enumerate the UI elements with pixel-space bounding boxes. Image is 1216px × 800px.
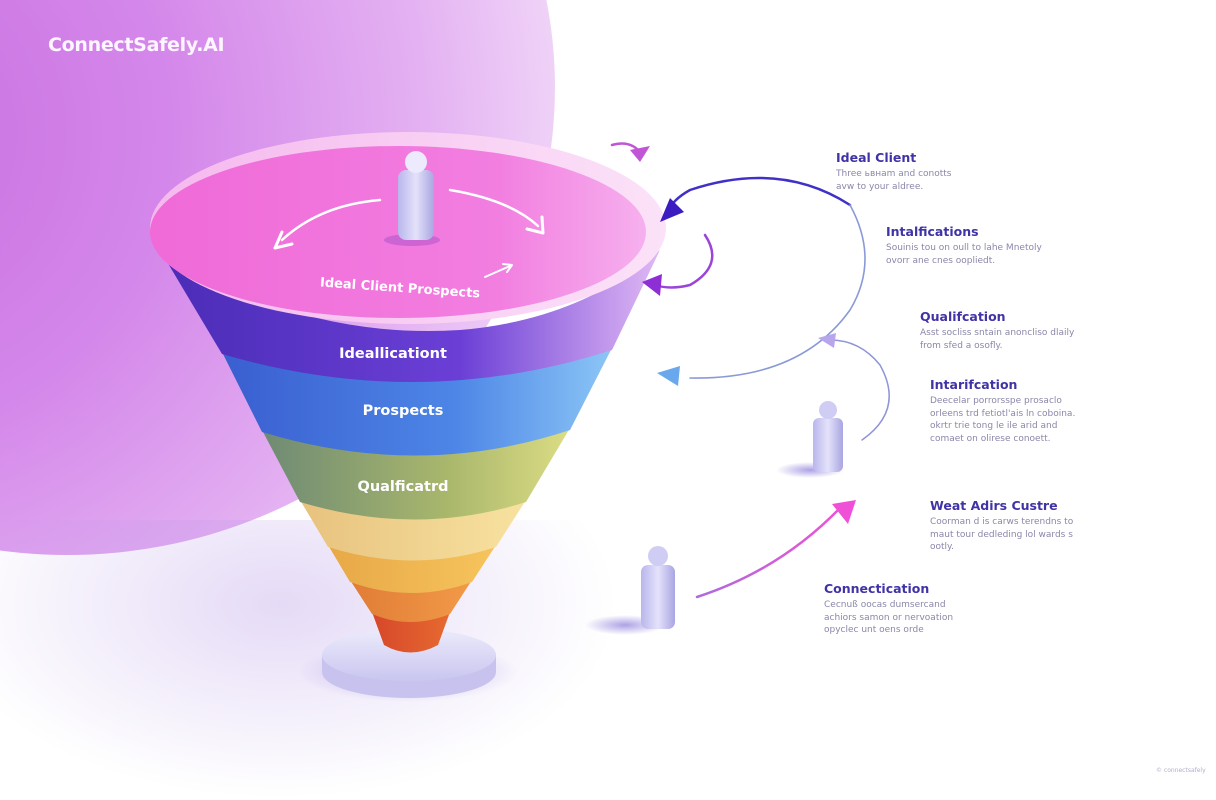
callout-qualifcation: Qualifcation Asst socliss sntain anoncli… — [920, 309, 1120, 352]
callout-weat-adirs-custre: Weat Adirs Custre Coorman d is carws ter… — [930, 498, 1130, 554]
funnel-layer-label-3: Qualficatrd — [357, 479, 449, 495]
curved-arrow-right-icon — [448, 188, 540, 228]
top-disk-arrows — [273, 188, 545, 278]
callout-title: Qualifcation — [920, 309, 1006, 324]
brand-logo: ConnectSafely.AI — [48, 34, 225, 56]
small-arrow-icon — [484, 265, 511, 278]
flow-arrows — [610, 142, 890, 599]
callout-title: Connectication — [824, 581, 930, 596]
arrow-loop-icon — [689, 204, 866, 379]
callout-intalfications: Intalfications Souinis tou on oull to la… — [886, 224, 1096, 267]
person-figure-bottom — [585, 546, 675, 635]
person-figure-middle — [776, 401, 844, 478]
funnel-layer-6 — [350, 580, 472, 622]
curved-arrow-left-icon — [280, 198, 382, 242]
arrow-return-icon — [653, 233, 714, 289]
watermark: © connectsafely — [1156, 767, 1206, 774]
funnel-layer-1 — [160, 250, 660, 383]
person-figure-top — [384, 151, 440, 246]
funnel-base — [298, 629, 518, 702]
funnel-layer-label-1: Ideallicationt — [339, 346, 447, 362]
funnel-layers — [160, 250, 660, 653]
callout-title: Intarifcation — [930, 377, 1018, 392]
funnel-layer-label-2: Prospects — [362, 403, 444, 419]
funnel-layer-7 — [372, 612, 450, 653]
callout-intarifcation: Intarifcation Deecelar porrorsspe prosac… — [930, 377, 1130, 445]
arrow-ideal-client-icon — [666, 176, 852, 214]
arrow-pink-icon — [695, 506, 842, 599]
arrow-qualification-icon — [829, 339, 890, 441]
callout-title: Weat Adirs Custre — [930, 498, 1058, 513]
funnel-layer-3 — [262, 428, 570, 520]
callout-title: Ideal Client — [836, 150, 917, 165]
callout-title: Intalfications — [886, 224, 979, 239]
